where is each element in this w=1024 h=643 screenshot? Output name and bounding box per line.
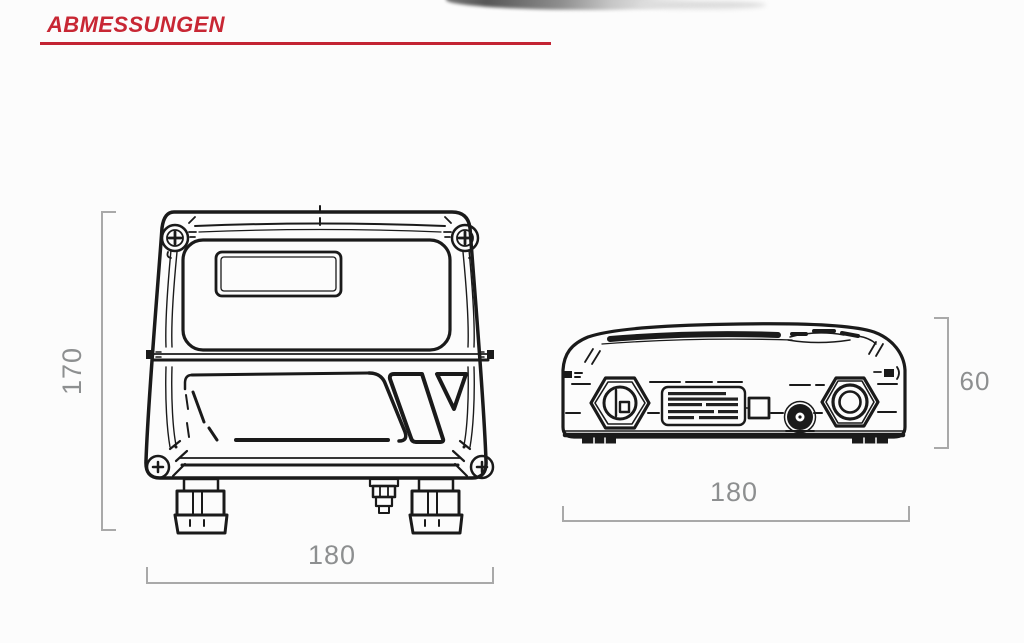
side-height-dimension-bracket — [934, 317, 949, 449]
side-height-dimension-label: 60 — [959, 366, 991, 396]
front-width-dimension-bracket — [146, 567, 494, 584]
front-width-dimension-label: 180 — [307, 540, 357, 570]
square-connector — [744, 396, 771, 420]
mounting-feet — [582, 437, 888, 444]
cable-gland-right — [408, 477, 464, 535]
hex-gland-left — [589, 376, 651, 430]
lower-panel — [183, 371, 408, 443]
cable-connector-center — [368, 477, 400, 514]
cropped-product-photo — [446, 0, 704, 10]
screw-top-left — [160, 216, 197, 259]
screw-bottom-right — [451, 439, 495, 480]
side-view-drawing — [561, 322, 907, 444]
front-view-drawing — [144, 205, 495, 535]
title-underline — [40, 42, 551, 45]
type-label-plate — [660, 385, 747, 427]
front-height-dimension-label: 170 — [57, 346, 87, 396]
vent-slashes — [387, 372, 468, 444]
round-connector — [783, 400, 817, 434]
screw-top-right — [443, 216, 480, 259]
side-width-dimension-bracket — [562, 506, 910, 522]
hex-gland-right — [820, 376, 880, 428]
screw-bottom-left — [145, 439, 189, 480]
display-bezel — [181, 238, 452, 352]
display-window — [214, 250, 343, 298]
side-width-dimension-label: 180 — [709, 477, 759, 507]
front-height-dimension-bracket — [101, 211, 116, 531]
page-title: ABMESSUNGEN — [47, 12, 225, 37]
cable-gland-left — [173, 477, 229, 535]
cropped-product-photo-shadow — [636, 1, 766, 9]
